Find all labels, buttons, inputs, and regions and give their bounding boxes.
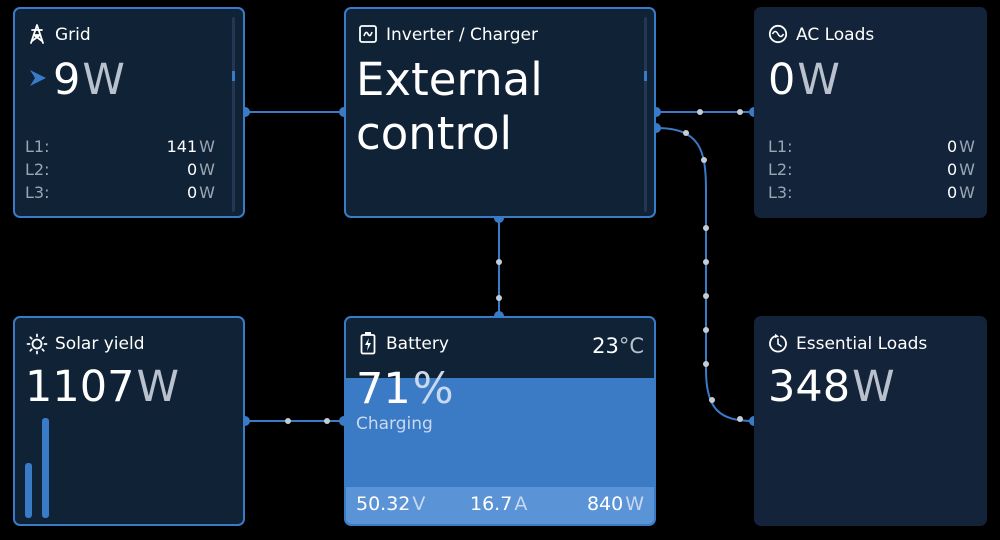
grid-scrollbar[interactable] [232,17,235,212]
panel-title: Essential Loads [796,334,928,354]
grid-l2-label: L2: [25,160,50,179]
essential-loads-power-unit: W [852,362,895,412]
solar-bars [25,418,85,518]
ac-l2-label: L2: [768,160,793,179]
battery-status: Charging [356,414,433,434]
grid-l3-label: L3: [25,183,50,202]
transmission-tower-icon [30,24,44,44]
inverter-scrollbar[interactable] [644,17,647,212]
battery-footer-band [346,487,654,524]
grid-power-unit: W [82,55,125,105]
battery-charging-icon [360,332,376,355]
arrow-right-icon [30,70,46,86]
ac-l3-label: L3: [768,183,793,202]
ac-l1-label: L1: [768,137,793,156]
grid-l1-label: L1: [25,137,50,156]
essential-loads-power-value: 348 [768,362,851,412]
solar-power-unit: W [136,362,179,412]
inverter-panel[interactable]: Inverter / Charger External control [344,7,656,218]
solar-bar [42,418,49,518]
panel-title: AC Loads [796,25,875,45]
panel-title: Inverter / Charger [386,25,538,45]
inverter-essential-line [655,127,755,422]
battery-soc: 71% [356,368,454,411]
ac-loads-power-value: 0 [768,55,796,105]
panel-title: Battery [386,334,449,354]
solar-bar [25,463,32,518]
battery-temperature: 23°C [592,334,644,358]
solar-power-value: 1107 [25,362,135,412]
flow-dots [285,109,743,424]
essential-loads-panel[interactable]: Essential Loads 348W [754,316,987,526]
panel-title: Solar yield [55,334,145,354]
sun-icon [26,333,48,355]
power-cycle-icon [769,333,787,353]
grid-power: 9W [53,59,125,102]
battery-soc-value: 71 [356,364,411,414]
sine-wave-icon [768,24,788,44]
inverter-status-line1: External [356,53,543,106]
ac-loads-power: 0W [768,59,840,102]
grid-power-value: 9 [53,55,81,105]
essential-loads-power: 348W [768,366,895,409]
solar-panel[interactable]: Solar yield 1107W [13,316,245,526]
battery-soc-unit: % [412,364,454,414]
ac-loads-power-unit: W [797,55,840,105]
panel-title: Grid [55,25,91,45]
inverter-icon [359,25,377,43]
solar-power: 1107W [25,366,179,409]
inverter-status-line2: control [356,107,512,160]
